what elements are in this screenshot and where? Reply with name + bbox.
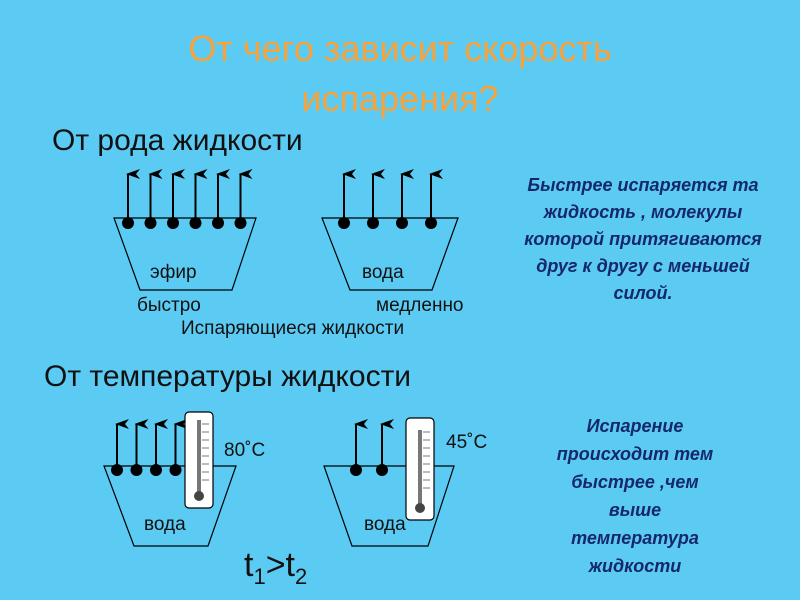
bullet-liquid-type-text: От рода жидкости [52,124,303,157]
page-title-line1: От чего зависит скорость [188,28,612,69]
molecule-icon [150,464,162,476]
note-line: Быстрее испаряется та [527,175,759,195]
note-line: выше [608,500,662,520]
vessel-label-water-hot: вода [144,514,186,535]
vessel-label-water-warm: вода [364,514,406,535]
note-line: друг к другу с меньшей [536,256,750,276]
molecule-icon [234,217,247,229]
note-line: Испарение [586,416,684,436]
molecule-icon [350,464,362,476]
bullet-temperature-text: От температуры жидкости [44,360,412,393]
formula-gt: >t [265,546,296,584]
temperature-low-label: 45˚C [446,432,488,453]
speed-fast-label: быстро [137,295,201,316]
molecule-icon [212,217,224,229]
vessel-label-ether: эфир [150,262,197,283]
vessel-ether-icon [113,217,257,291]
formula-t: t [244,546,254,584]
molecule-icon [376,464,388,476]
bullet-temperature: От температуры жидкости [44,360,411,394]
note-line: силой. [613,283,673,303]
molecule-icon [169,464,182,476]
page-title-line2: испарения? [301,78,499,119]
molecule-icon [130,464,143,476]
molecule-icon [167,217,179,229]
note-line: которой притягиваются [524,229,762,249]
molecule-icon [189,217,202,229]
temperature-high-label: 80˚C [224,440,266,461]
temperature-formula: t1>t2 [244,546,307,590]
thermometer-icon [184,411,214,509]
molecule-icon [122,217,134,229]
note-temperature: Испарение происходит тем быстрее ,чем вы… [520,412,750,580]
note-line: быстрее ,чем [571,472,699,492]
note-line: происходит тем [556,444,714,464]
diagram-caption: Испаряющиеся жидкости [181,318,405,339]
bullet-liquid-type: От рода жидкости [44,124,303,158]
note-line: жидкость , молекулы [543,202,743,222]
note-liquid-type: Быстрее испаряется та жидкость , молекул… [488,172,798,307]
vessel-water-icon [321,217,459,291]
molecule-icon [144,217,157,229]
molecule-icon [425,217,437,229]
note-line: температура [571,528,699,548]
note-line: жидкости [588,556,682,576]
molecule-icon [396,217,408,229]
formula-sub2: 2 [295,564,308,589]
speed-slow-label: медленно [376,295,464,316]
vessel-label-water: вода [362,262,404,283]
molecule-icon [338,217,350,229]
formula-sub1: 1 [253,564,266,589]
molecule-icon [367,217,379,229]
molecule-icon [111,464,123,476]
thermometer-icon [405,417,435,521]
